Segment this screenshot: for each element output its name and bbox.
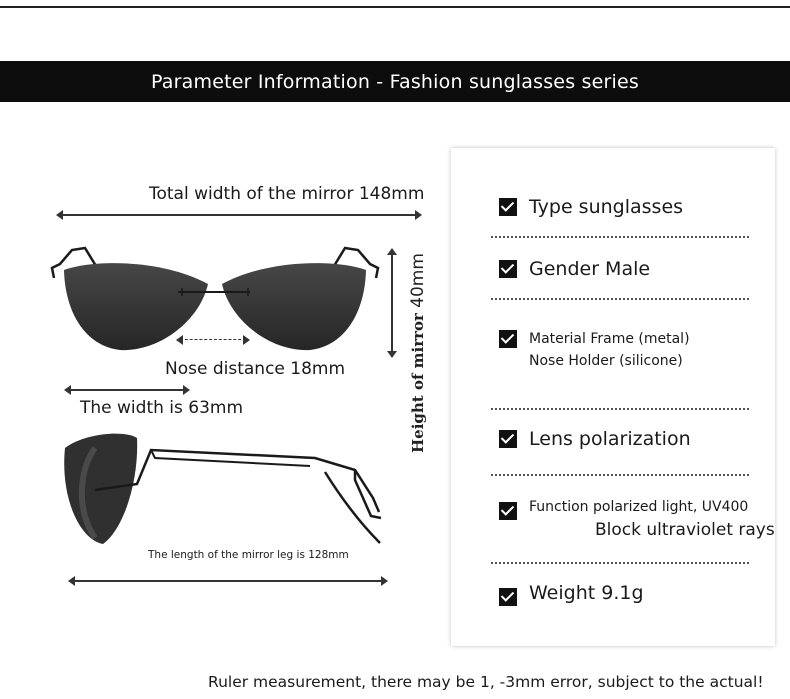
divider — [491, 236, 749, 238]
height-label-text: Height of mirror — [409, 313, 427, 453]
spec-lens: Lens polarization — [499, 428, 691, 450]
height-arrow — [387, 248, 397, 358]
header-banner: Parameter Information - Fashion sunglass… — [0, 61, 790, 102]
spec-gender: Gender Male — [499, 258, 650, 280]
checkbox-checked-icon — [499, 588, 517, 606]
leg-length-arrow — [68, 576, 388, 586]
spec-type: Type sunglasses — [499, 196, 683, 218]
top-divider — [0, 6, 790, 8]
checkbox-checked-icon — [499, 260, 517, 278]
spec-panel: Type sunglasses Gender Male Material Fra… — [451, 148, 775, 646]
divider — [491, 298, 749, 300]
leg-length-label: The length of the mirror leg is 128mm — [148, 549, 349, 561]
side-temple-tip — [353, 470, 382, 520]
side-frame — [94, 448, 381, 513]
side-lens-edge — [78, 446, 98, 540]
lens-width-arrow — [64, 385, 190, 395]
lens-width-label: The width is 63mm — [80, 398, 244, 418]
checkbox-checked-icon — [499, 502, 517, 520]
spec-lens-text: Lens polarization — [529, 428, 691, 450]
checkbox-checked-icon — [499, 430, 517, 448]
spec-material: Material Frame (metal) Nose Holder (sili… — [499, 328, 690, 372]
right-temple — [332, 246, 380, 279]
spec-function-line1: Function polarized light, UV400 — [529, 499, 749, 515]
sunglasses-front-image — [50, 246, 380, 351]
height-label: Height of mirror 40mm — [408, 253, 428, 453]
divider — [491, 562, 749, 564]
nose-distance-arrow — [176, 335, 250, 345]
spec-function-line2: Block ultraviolet rays — [595, 520, 775, 540]
total-width-label: Total width of the mirror 148mm — [149, 184, 425, 204]
sunglasses-side-image — [64, 433, 382, 544]
right-lens — [222, 263, 366, 351]
height-value: 40mm — [408, 253, 428, 308]
left-temple — [50, 246, 98, 279]
spec-function: Function polarized light, UV400 Block ul… — [499, 496, 775, 540]
checkbox-checked-icon — [499, 198, 517, 216]
checkbox-checked-icon — [499, 330, 517, 348]
spec-weight-text: Weight 9.1g — [529, 582, 644, 604]
spec-gender-text: Gender Male — [529, 258, 651, 280]
spec-material-line2: Nose Holder (silicone) — [529, 353, 683, 369]
spec-type-text: Type sunglasses — [529, 196, 684, 218]
spec-weight: Weight 9.1g — [499, 582, 644, 606]
left-lens — [64, 263, 208, 351]
spec-material-line1: Material Frame (metal) — [529, 331, 690, 347]
divider — [491, 474, 749, 476]
footer-note: Ruler measurement, there may be 1, -3mm … — [208, 673, 764, 691]
nose-distance-label: Nose distance 18mm — [165, 359, 346, 379]
total-width-arrow — [56, 210, 422, 220]
divider — [491, 408, 749, 410]
banner-title: Parameter Information - Fashion sunglass… — [150, 70, 640, 93]
